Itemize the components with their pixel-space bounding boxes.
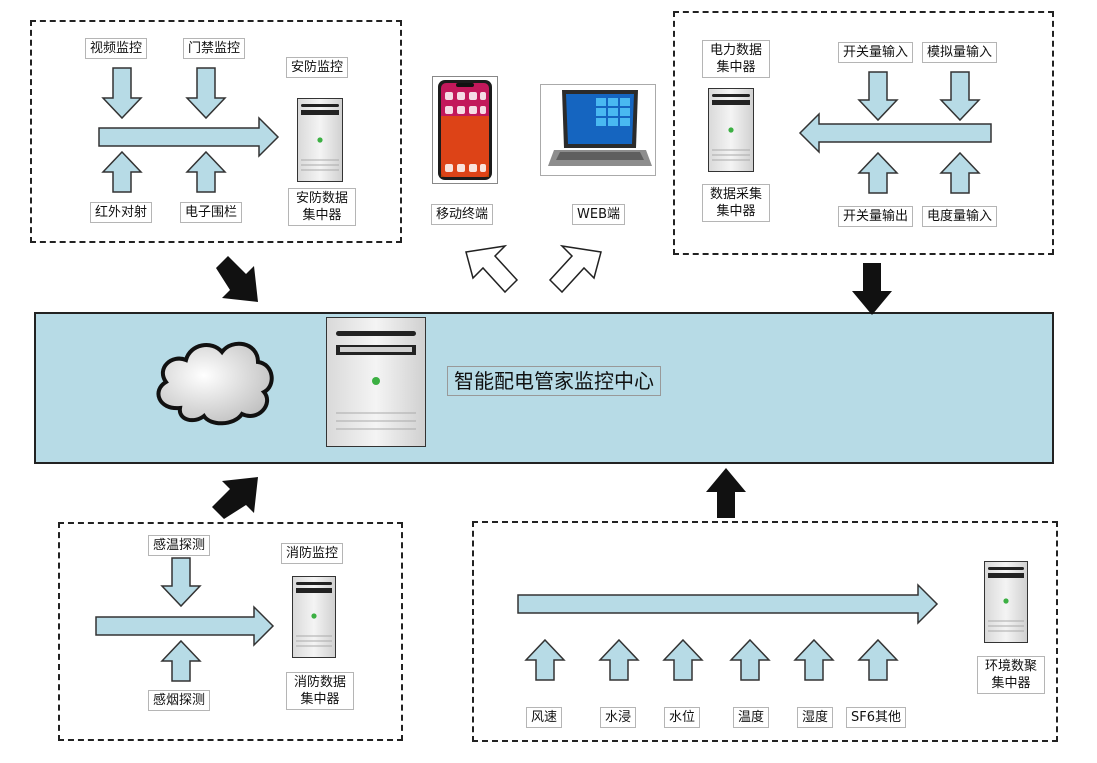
fire-collector-label: 消防数据集中器	[286, 672, 354, 710]
security-group	[30, 20, 402, 243]
power-input-energy: 电度量输入	[922, 206, 998, 227]
laptop-icon	[540, 84, 656, 176]
fire-title: 消防监控	[281, 543, 344, 564]
power-server-icon	[708, 88, 754, 172]
env-sensor-temperature: 温度	[733, 707, 770, 728]
security-input-infrared: 红外对射	[90, 202, 153, 223]
mobile-phone-icon	[432, 76, 498, 184]
arrow-up-right-icon	[212, 477, 258, 519]
env-sensor-water-level: 水位	[664, 707, 701, 728]
env-sensor-humidity: 湿度	[797, 707, 834, 728]
security-input-fence: 电子围栏	[180, 202, 243, 223]
environment-group	[472, 521, 1058, 742]
web-label: WEB端	[572, 204, 625, 225]
fire-input-temperature: 感温探测	[148, 535, 211, 556]
arrow-up-left-icon	[465, 244, 519, 294]
power-group	[673, 11, 1054, 255]
power-output-switch: 开关量输出	[838, 206, 914, 227]
fire-group	[58, 522, 403, 741]
power-input-analog: 模拟量输入	[922, 42, 998, 63]
power-collector-bottom-label: 数据采集集中器	[702, 184, 770, 222]
fire-input-smoke: 感烟探测	[148, 690, 211, 711]
mobile-label: 移动终端	[431, 204, 494, 225]
env-sensor-sf6-other: SF6其他	[846, 707, 907, 728]
arrow-down-right-icon	[216, 256, 258, 302]
environment-server-icon	[984, 561, 1028, 643]
power-collector-top-label: 电力数据集中器	[702, 40, 770, 78]
arrow-down-icon	[852, 263, 892, 315]
security-server-icon	[297, 98, 343, 182]
environment-collector-label: 环境数聚集中器	[977, 656, 1045, 694]
cloud-icon	[156, 341, 274, 426]
power-input-switch: 开关量输入	[838, 42, 914, 63]
monitoring-center-title: 智能配电管家监控中心	[447, 366, 661, 396]
env-sensor-flood: 水浸	[600, 707, 637, 728]
arrow-up-icon	[706, 468, 746, 518]
arrow-up-right-icon	[548, 244, 602, 294]
env-sensor-wind: 风速	[526, 707, 563, 728]
fire-server-icon	[292, 576, 336, 658]
center-server-icon	[326, 317, 426, 447]
security-collector-label: 安防数据集中器	[288, 188, 356, 226]
security-title: 安防监控	[286, 57, 349, 78]
security-input-video: 视频监控	[85, 38, 148, 59]
security-input-door: 门禁监控	[183, 38, 246, 59]
